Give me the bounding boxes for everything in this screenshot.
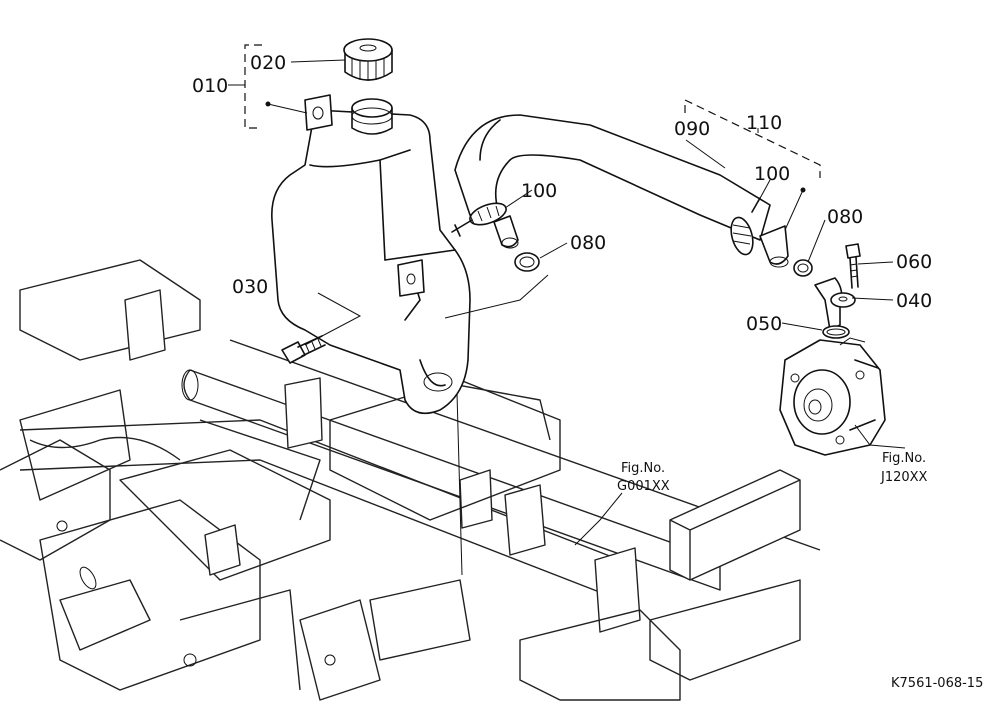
label-010: 010 <box>192 75 228 97</box>
o-ring-050 <box>822 325 850 339</box>
assembly-bracket-110 <box>684 99 821 231</box>
vehicle-frame <box>0 259 821 701</box>
label-050: 050 <box>746 313 782 335</box>
figure-ref-g001-line2: G001XX <box>617 479 670 494</box>
label-080-left: 080 <box>570 232 606 254</box>
bolt-030 <box>281 335 326 364</box>
water-pump <box>779 337 886 456</box>
leader-lines <box>290 59 906 546</box>
bolt-060 <box>845 243 861 289</box>
elbow-fitting-040 <box>814 277 856 331</box>
label-020: 020 <box>250 52 286 74</box>
hose-090 <box>454 114 771 241</box>
figure-ref-j120-line1: Fig.No. <box>882 451 926 466</box>
figure-ref-g001: Fig.No. G001XX <box>617 461 670 494</box>
label-040: 040 <box>896 290 932 312</box>
drawing-code: K7561-068-15 <box>891 676 983 691</box>
figure-ref-j120: Fig.No. J120XX <box>880 451 928 485</box>
label-100-right: 100 <box>754 163 790 185</box>
assembly-bracket-010 <box>228 44 308 129</box>
label-080-right: 080 <box>827 206 863 228</box>
tank-spigot <box>493 215 519 249</box>
clamp-100-right <box>730 197 761 256</box>
label-100-left: 100 <box>521 180 557 202</box>
clip-080-left <box>514 252 540 272</box>
label-030: 030 <box>232 276 268 298</box>
pump-spigot <box>759 225 789 268</box>
label-090: 090 <box>674 118 710 140</box>
clip-080-right <box>793 259 813 277</box>
reserve-tank <box>271 94 471 415</box>
part-labels: 010 020 030 040 050 060 080 080 090 100 … <box>192 52 932 335</box>
label-060: 060 <box>896 251 932 273</box>
tank-cap <box>343 38 393 81</box>
figure-ref-j120-line2: J120XX <box>880 470 928 485</box>
figure-ref-g001-line1: Fig.No. <box>621 461 665 476</box>
label-110: 110 <box>746 112 782 134</box>
